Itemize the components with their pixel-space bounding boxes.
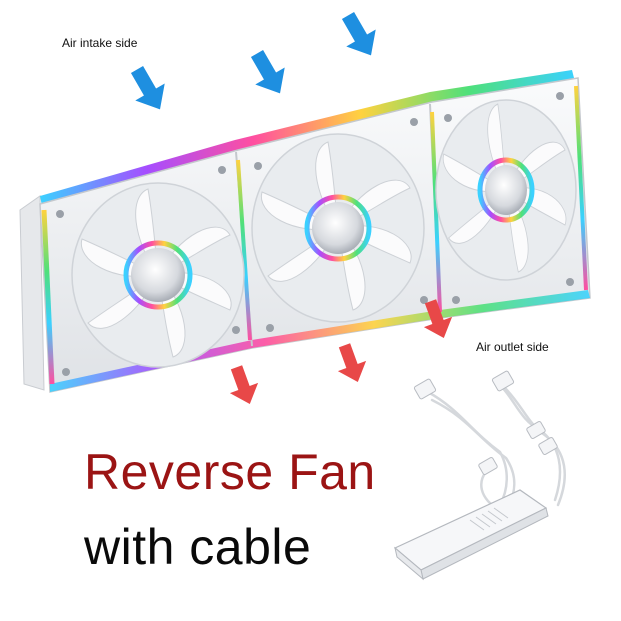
down-arrow-icon <box>341 11 376 56</box>
down-arrow-icon <box>337 343 367 382</box>
intake-side-label: Air intake side <box>62 36 138 50</box>
down-arrow-icon <box>130 65 165 110</box>
fan-icon <box>435 99 577 281</box>
headline-reverse-fan: Reverse Fan <box>84 444 376 500</box>
intake-arrows <box>130 11 376 110</box>
fan-icon <box>251 133 425 323</box>
fan-icon <box>71 182 245 368</box>
headline-with-cable: with cable <box>84 519 312 575</box>
outlet-arrows <box>229 299 453 404</box>
down-arrow-icon <box>423 299 453 338</box>
down-arrow-icon <box>250 49 285 94</box>
down-arrow-icon <box>229 365 259 404</box>
cable-hub-icon <box>393 370 566 581</box>
outlet-side-label: Air outlet side <box>476 340 549 354</box>
